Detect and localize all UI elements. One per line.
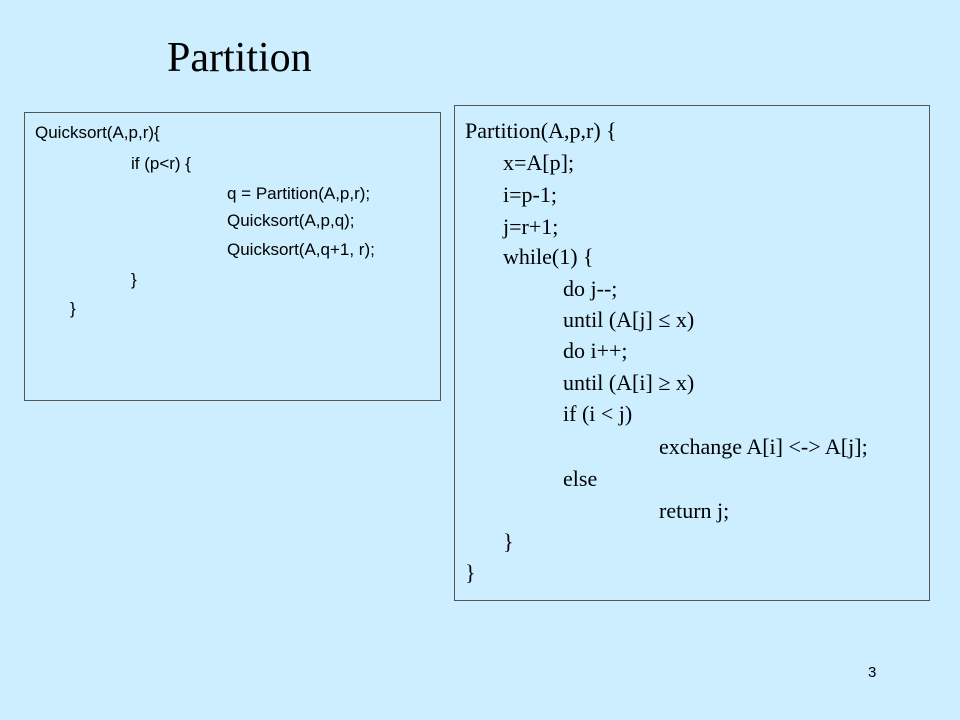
page-number: 3 bbox=[868, 664, 877, 681]
partition-code-line: do i++; bbox=[563, 338, 628, 363]
partition-code-line: until (A[j] ≤ x) bbox=[563, 307, 695, 332]
partition-code-line: else bbox=[563, 466, 598, 491]
quicksort-code-line: Quicksort(A,p,r){ bbox=[35, 123, 160, 142]
partition-code-line: } bbox=[503, 529, 514, 554]
partition-code-line: i=p-1; bbox=[503, 182, 557, 207]
quicksort-code-box: Quicksort(A,p,r){ if (p<r) { q = Partiti… bbox=[24, 112, 441, 401]
partition-code-line: until (A[i] ≥ x) bbox=[563, 370, 695, 395]
quicksort-code-line: Quicksort(A,p,q); bbox=[227, 211, 355, 230]
partition-code-line: if (i < j) bbox=[563, 401, 633, 426]
partition-code-line: do j--; bbox=[563, 276, 618, 301]
partition-code-line: return j; bbox=[659, 498, 730, 523]
partition-code-line: j=r+1; bbox=[503, 214, 559, 239]
quicksort-code-line: } bbox=[131, 270, 137, 289]
partition-code-line: while(1) { bbox=[503, 244, 594, 269]
quicksort-code-line: Quicksort(A,q+1, r); bbox=[227, 240, 375, 259]
partition-code-box: Partition(A,p,r) { x=A[p]; i=p-1; j=r+1;… bbox=[454, 105, 930, 601]
quicksort-code-line: if (p<r) { bbox=[131, 154, 191, 173]
partition-code-line: } bbox=[465, 560, 476, 585]
quicksort-code-line: q = Partition(A,p,r); bbox=[227, 184, 371, 203]
quicksort-code-line: } bbox=[70, 299, 76, 318]
slide-title: Partition bbox=[167, 35, 312, 81]
partition-code-line: x=A[p]; bbox=[503, 150, 575, 175]
partition-code-line: Partition(A,p,r) { bbox=[465, 118, 617, 143]
partition-code-line: exchange A[i] <-> A[j]; bbox=[659, 434, 868, 459]
